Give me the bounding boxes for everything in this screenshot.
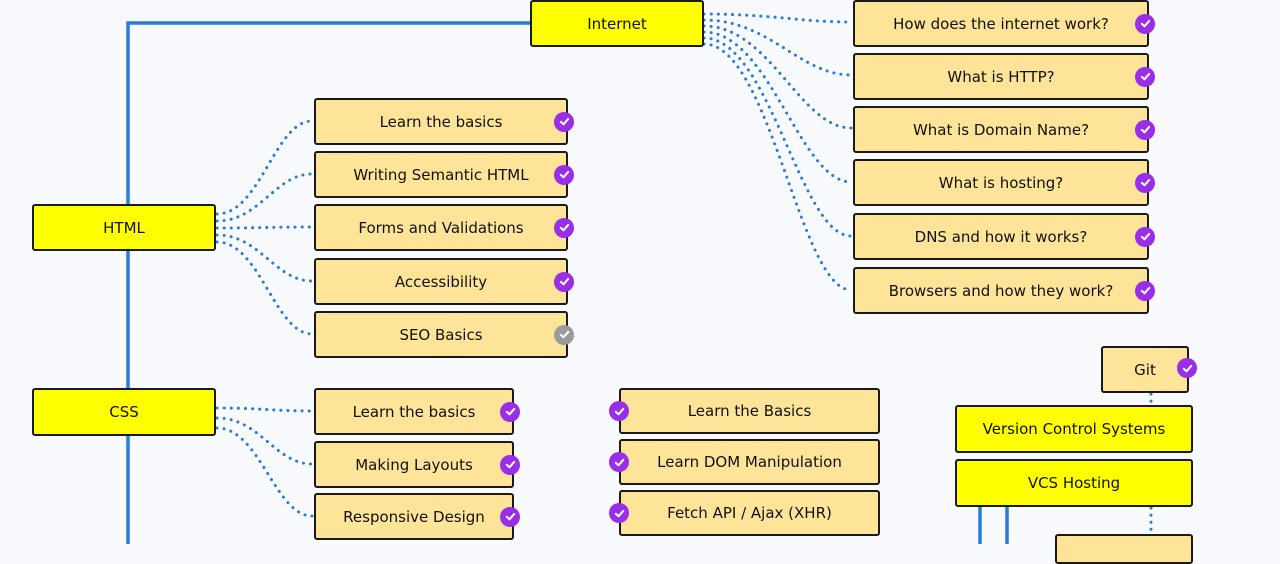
subtopic-label: Learn DOM Manipulation xyxy=(657,453,842,471)
subtopic-partial[interactable] xyxy=(1055,534,1193,564)
subtopic-item[interactable]: Learn the basics xyxy=(314,98,568,145)
check-circle-icon xyxy=(609,503,629,523)
subtopic-item[interactable]: Learn the basics xyxy=(314,388,514,435)
subtopic-label: Responsive Design xyxy=(343,507,485,526)
subtopic-item[interactable]: Accessibility xyxy=(314,258,568,305)
subtopic-item[interactable]: What is hosting? xyxy=(853,159,1149,206)
subtopic-git[interactable]: Git xyxy=(1101,346,1189,393)
subtopic-label: Forms and Validations xyxy=(358,218,524,237)
check-circle-icon xyxy=(1135,226,1155,247)
topic-vcs-hosting[interactable]: VCS Hosting xyxy=(955,459,1193,507)
subtopic-item[interactable]: Making Layouts xyxy=(314,441,514,488)
subtopic-label: SEO Basics xyxy=(399,325,483,344)
subtopic-label: How does the internet work? xyxy=(893,14,1109,33)
dotted-connector xyxy=(702,24,853,130)
subtopic-label: Learn the basics xyxy=(352,402,476,421)
subtopic-label: Learn the Basics xyxy=(687,402,812,420)
check-circle-icon xyxy=(554,111,574,132)
topic-html[interactable]: HTML xyxy=(32,204,216,251)
subtopic-label: Git xyxy=(1134,360,1156,379)
subtopic-item[interactable]: How does the internet work? xyxy=(853,0,1149,47)
check-circle-icon xyxy=(1135,119,1155,140)
check-circle-icon xyxy=(554,324,574,345)
subtopic-item[interactable]: Learn the Basics xyxy=(619,388,880,434)
dotted-connector xyxy=(215,225,314,230)
subtopic-label: Fetch API / Ajax (XHR) xyxy=(667,504,832,522)
topic-label: HTML xyxy=(103,218,145,237)
dotted-connector xyxy=(702,42,853,292)
dotted-connector xyxy=(215,119,314,216)
subtopic-item[interactable]: Browsers and how they work? xyxy=(853,267,1149,314)
connector-lines xyxy=(126,12,1153,544)
topic-vcs[interactable]: Version Control Systems xyxy=(955,405,1193,453)
check-circle-icon xyxy=(1135,66,1155,87)
subtopic-item[interactable]: Responsive Design xyxy=(314,493,514,540)
dotted-connector xyxy=(215,406,314,413)
dotted-connector xyxy=(702,36,853,238)
topic-css[interactable]: CSS xyxy=(32,388,216,436)
dotted-connector xyxy=(215,426,314,518)
check-circle-icon xyxy=(1135,13,1155,34)
subtopic-item[interactable]: Fetch API / Ajax (XHR) xyxy=(619,490,880,536)
subtopic-item[interactable]: Forms and Validations xyxy=(314,204,568,251)
subtopic-label: Making Layouts xyxy=(355,455,473,474)
dotted-connector xyxy=(215,416,314,466)
topic-label: Version Control Systems xyxy=(982,420,1166,438)
subtopic-item[interactable]: What is HTTP? xyxy=(853,53,1149,100)
check-circle-icon xyxy=(609,401,629,421)
check-circle-icon xyxy=(1135,172,1155,193)
subtopic-label: DNS and how it works? xyxy=(914,227,1088,246)
subtopic-item[interactable]: Writing Semantic HTML xyxy=(314,151,568,198)
subtopic-item[interactable]: DNS and how it works? xyxy=(853,213,1149,260)
subtopic-label: Accessibility xyxy=(394,272,488,291)
dotted-connector xyxy=(702,18,853,77)
topic-label: VCS Hosting xyxy=(1027,474,1121,492)
subtopic-label: What is HTTP? xyxy=(947,67,1055,86)
dotted-connector xyxy=(702,12,853,24)
check-circle-icon xyxy=(609,452,629,472)
topic-label: Internet xyxy=(587,14,647,33)
dotted-connector xyxy=(215,240,314,336)
main-path-line xyxy=(126,21,532,544)
subtopic-item[interactable]: Learn DOM Manipulation xyxy=(619,439,880,485)
check-circle-icon xyxy=(500,401,520,422)
subtopic-item[interactable]: SEO Basics xyxy=(314,311,568,358)
dotted-connector xyxy=(215,172,314,223)
check-circle-icon xyxy=(1135,280,1155,301)
subtopic-label: Writing Semantic HTML xyxy=(353,165,529,184)
check-circle-icon xyxy=(554,164,574,185)
dotted-connector xyxy=(702,30,853,184)
check-circle-icon xyxy=(500,506,520,527)
subtopic-label: What is Domain Name? xyxy=(912,120,1090,139)
dotted-connector xyxy=(215,233,314,283)
topic-internet[interactable]: Internet xyxy=(530,0,704,47)
check-circle-icon xyxy=(500,454,520,475)
subtopic-label: What is hosting? xyxy=(938,173,1064,192)
check-circle-icon xyxy=(554,217,574,238)
check-circle-icon xyxy=(1177,358,1197,378)
topic-label: CSS xyxy=(109,403,139,421)
subtopic-label: Learn the basics xyxy=(379,112,503,131)
check-circle-icon xyxy=(554,271,574,292)
subtopic-label: Browsers and how they work? xyxy=(888,281,1114,300)
subtopic-item[interactable]: What is Domain Name? xyxy=(853,106,1149,153)
